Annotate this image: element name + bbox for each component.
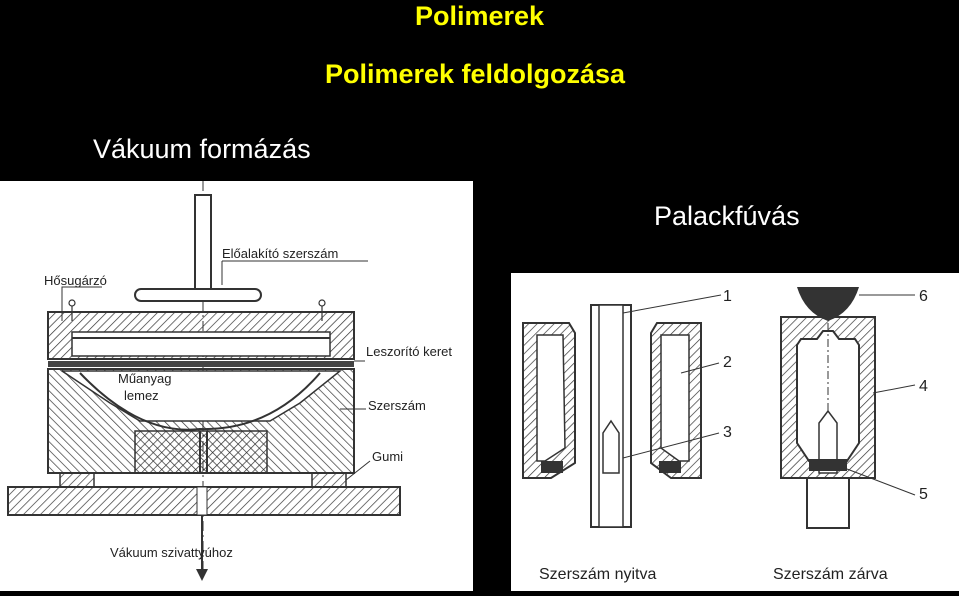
label-vacuum: Vákuum szivattyúhoz	[110, 545, 233, 560]
mold-cavity	[59, 370, 343, 422]
label-plastic-sheet-2: lemez	[124, 388, 159, 403]
preformer-rod	[194, 194, 212, 296]
label-rubber: Gumi	[372, 449, 403, 464]
vacuum-forming-diagram: Hősugárzó Előalakító szerszám Leszorító …	[0, 181, 473, 591]
num-5: 5	[919, 486, 928, 503]
vacuum-forming-heading: Vákuum formázás	[93, 134, 311, 164]
label-mold: Szerszám	[368, 398, 426, 413]
num-6: 6	[919, 288, 928, 305]
plastic-sheet	[79, 372, 321, 431]
blow-molding-heading: Palackfúvás	[654, 201, 800, 231]
blow-pin-open	[602, 419, 620, 474]
label-clamp-frame: Leszorító keret	[366, 344, 452, 359]
bottle-cavity	[796, 330, 860, 462]
vacuum-forming-drawing: Hősugárzó Előalakító szerszám Leszorító …	[7, 181, 452, 581]
caption-closed: Szerszám zárva	[773, 566, 888, 583]
extrusion-head	[797, 287, 859, 321]
page-title: Polimerek	[414, 1, 545, 31]
blow-pin-closed	[818, 409, 838, 474]
vacuum-arrow	[196, 569, 208, 581]
heater-cavity	[71, 331, 331, 357]
rubber-foot-left	[59, 472, 95, 488]
num-3: 3	[723, 424, 732, 441]
label-preformer: Előalakító szerszám	[222, 246, 338, 261]
preformer-plate	[134, 288, 262, 302]
num-1: 1	[723, 288, 732, 305]
label-plastic-sheet-1: Műanyag	[118, 371, 171, 386]
label-heater: Hősugárzó	[44, 273, 107, 288]
rubber-foot-right	[311, 472, 347, 488]
blow-molding-drawing: 1 2 3 4 5 6 Szerszám nyitva Szerszám zár…	[522, 287, 928, 583]
clamp-frame	[48, 361, 354, 367]
page-subtitle: Polimerek feldolgozása	[324, 59, 626, 89]
caption-open: Szerszám nyitva	[539, 566, 656, 583]
blow-molding-diagram: 1 2 3 4 5 6 Szerszám nyitva Szerszám zár…	[511, 273, 959, 591]
num-2: 2	[723, 354, 732, 371]
num-4: 4	[919, 378, 928, 395]
